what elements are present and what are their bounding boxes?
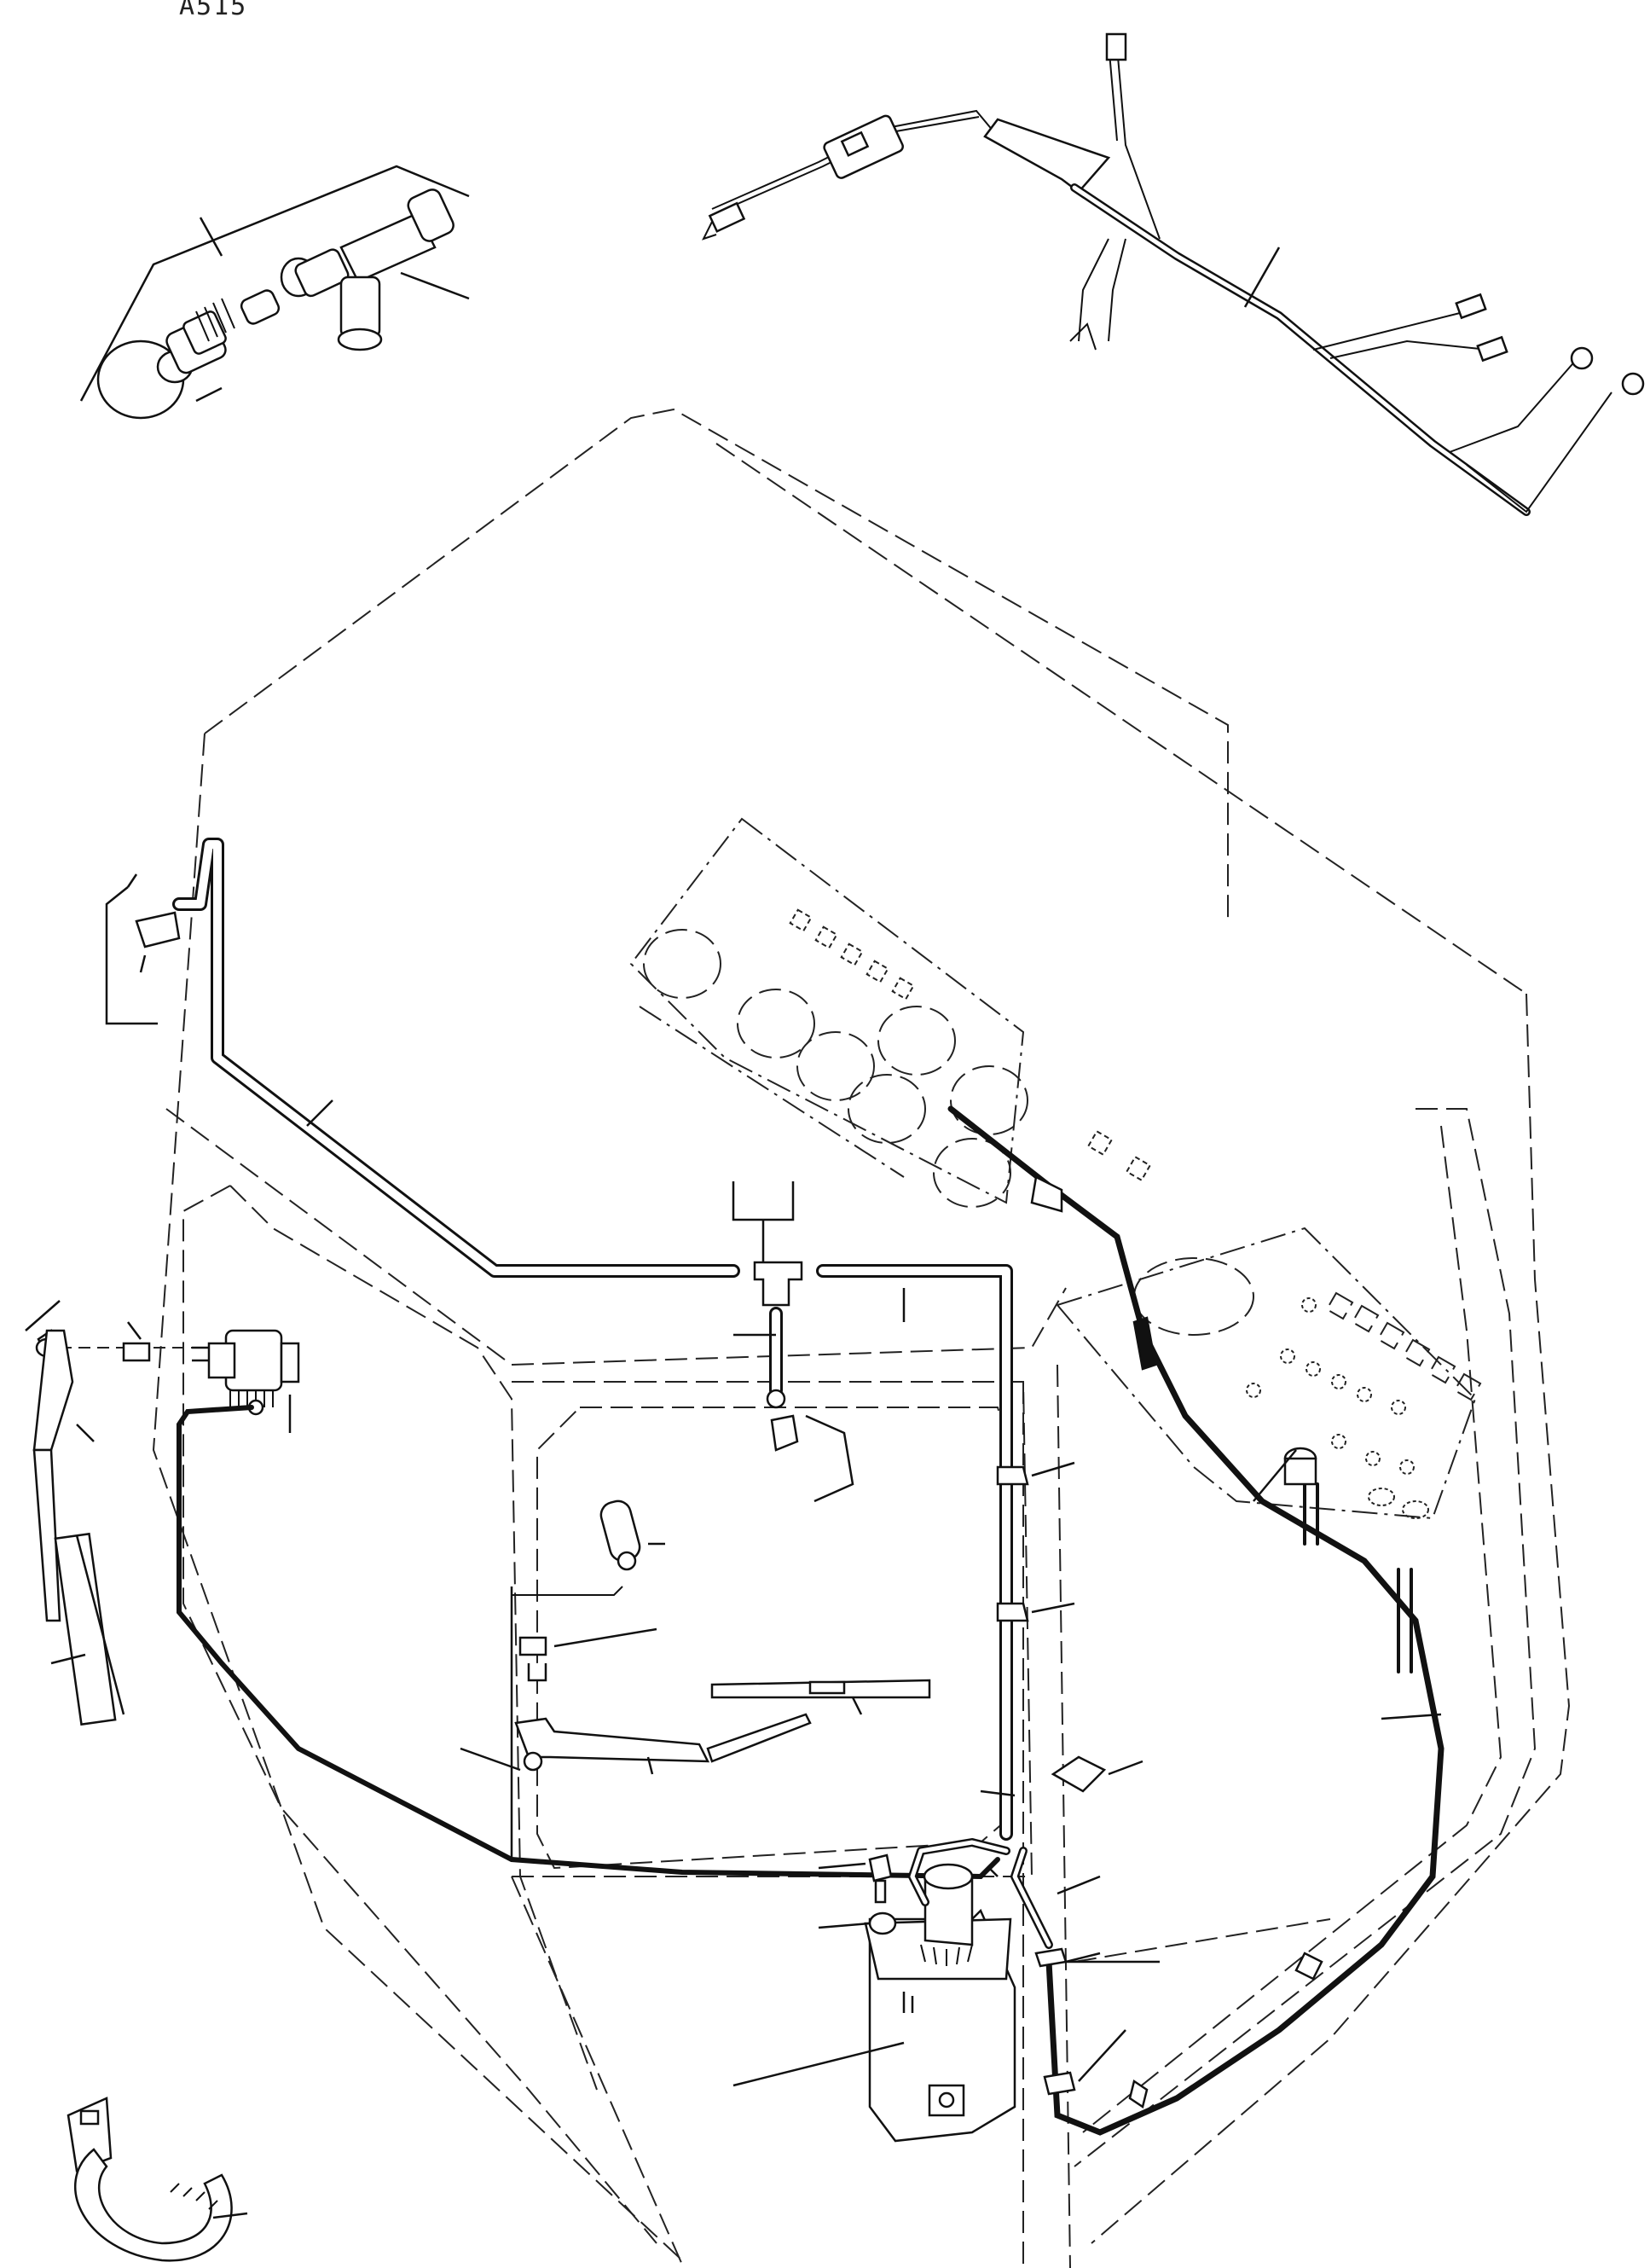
washer-hose: [105, 838, 1143, 1841]
drawing-code: A515: [179, 0, 248, 21]
wire-harness-inset: [702, 32, 1645, 516]
rear-wiper-group: [460, 1499, 931, 1859]
valve-and-tee-inset: [79, 165, 470, 420]
instrument-panel-upper: [629, 817, 1152, 1208]
cable-tie: [67, 2097, 248, 2262]
instrument-panel-right: [1056, 1227, 1482, 1520]
wiper-wire-harness: [947, 1105, 1444, 2136]
cab-outline: [152, 408, 1571, 2268]
washer-tank-group: [732, 1838, 1160, 2143]
front-wiper-motor-group: [25, 1300, 1000, 1880]
